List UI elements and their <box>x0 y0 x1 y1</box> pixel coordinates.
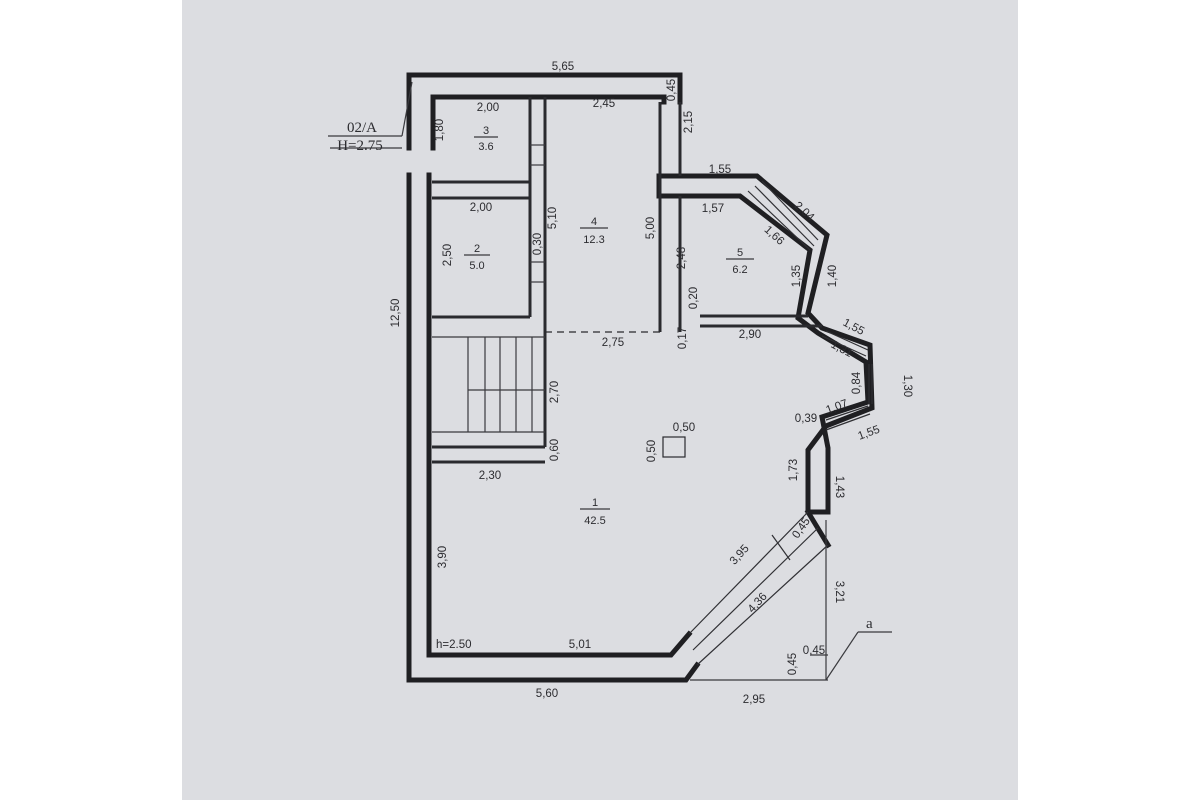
dim-label: 2,90 <box>739 329 761 341</box>
room-2-area: 5.0 <box>469 260 484 272</box>
axis-marker <box>690 520 892 681</box>
room-4-area: 12.3 <box>583 234 604 246</box>
dim-label: 1,40 <box>827 265 839 287</box>
axis-marker-label: a <box>866 616 873 632</box>
dim-label: 0,30 <box>532 233 544 255</box>
dim-label: 1,73 <box>788 459 800 481</box>
dim-label: 12,50 <box>390 299 402 328</box>
dim-label: 2,70 <box>549 381 561 403</box>
dim-label: 0,84 <box>851 371 863 394</box>
dim-label: 2,75 <box>602 337 624 349</box>
ceiling-note: h=2.50 <box>436 639 472 651</box>
room-labels: 3 3.6 2 5.0 4 12.3 5 6.2 1 42.5 <box>464 125 754 527</box>
dim-label: 0,45 <box>666 79 678 101</box>
dim-label: 0,50 <box>673 422 695 434</box>
dim-label: 5,01 <box>569 639 591 651</box>
dim-label: 5,60 <box>536 688 558 700</box>
dim-label: 1,35 <box>791 265 803 287</box>
dim-label: 0,39 <box>795 413 817 425</box>
dim-label: 5,10 <box>547 207 559 229</box>
room-1-area: 42.5 <box>584 515 605 527</box>
dim-label: 2,30 <box>479 470 501 482</box>
dim-label: 1,57 <box>702 203 724 215</box>
windows <box>688 180 873 666</box>
dim-label: 0,45 <box>787 653 799 675</box>
dim-label: 0,17 <box>677 327 689 349</box>
room-1-number: 1 <box>592 497 598 509</box>
room-2-number: 2 <box>474 243 480 255</box>
room-3-number: 3 <box>483 125 489 137</box>
dim-label: 0,45 <box>803 645 825 657</box>
height-note: H=2.75 <box>337 138 383 154</box>
dim-label: 2,15 <box>683 111 695 133</box>
staircase <box>432 336 545 433</box>
dim-label: 3,95 <box>728 543 752 568</box>
sheet-ref-label: 02/A <box>347 120 377 136</box>
sheet-ref-leader <box>328 81 413 149</box>
dim-label: 2,95 <box>743 694 765 706</box>
dim-label: 2,50 <box>442 244 454 266</box>
dim-label: 5,00 <box>645 217 657 239</box>
dim-label: 1,55 <box>709 164 731 176</box>
dim-label: 0,50 <box>646 440 658 462</box>
dim-label: 1,43 <box>833 476 845 498</box>
dim-label: 2,45 <box>593 98 615 110</box>
dim-label: 2,00 <box>477 102 499 114</box>
dim-label: 3,21 <box>833 581 845 603</box>
dim-label: 0,60 <box>549 439 561 461</box>
dim-label: 1,30 <box>901 375 913 397</box>
column <box>662 436 686 458</box>
dim-label: 3,90 <box>437 546 449 568</box>
room-3-area: 3.6 <box>478 141 493 153</box>
dim-label: 1,80 <box>434 119 446 141</box>
exterior-walls <box>406 72 875 683</box>
room-5-area: 6.2 <box>732 264 747 276</box>
dim-label: 1,55 <box>856 424 881 443</box>
room-5-number: 5 <box>737 247 743 259</box>
room-4-number: 4 <box>591 216 597 228</box>
drawing-sheet <box>182 0 1018 800</box>
dim-label: 5,65 <box>552 61 574 73</box>
dim-label: 2,48 <box>676 247 688 269</box>
dim-label: 0,20 <box>688 287 700 309</box>
dim-label: 2,00 <box>470 202 492 214</box>
